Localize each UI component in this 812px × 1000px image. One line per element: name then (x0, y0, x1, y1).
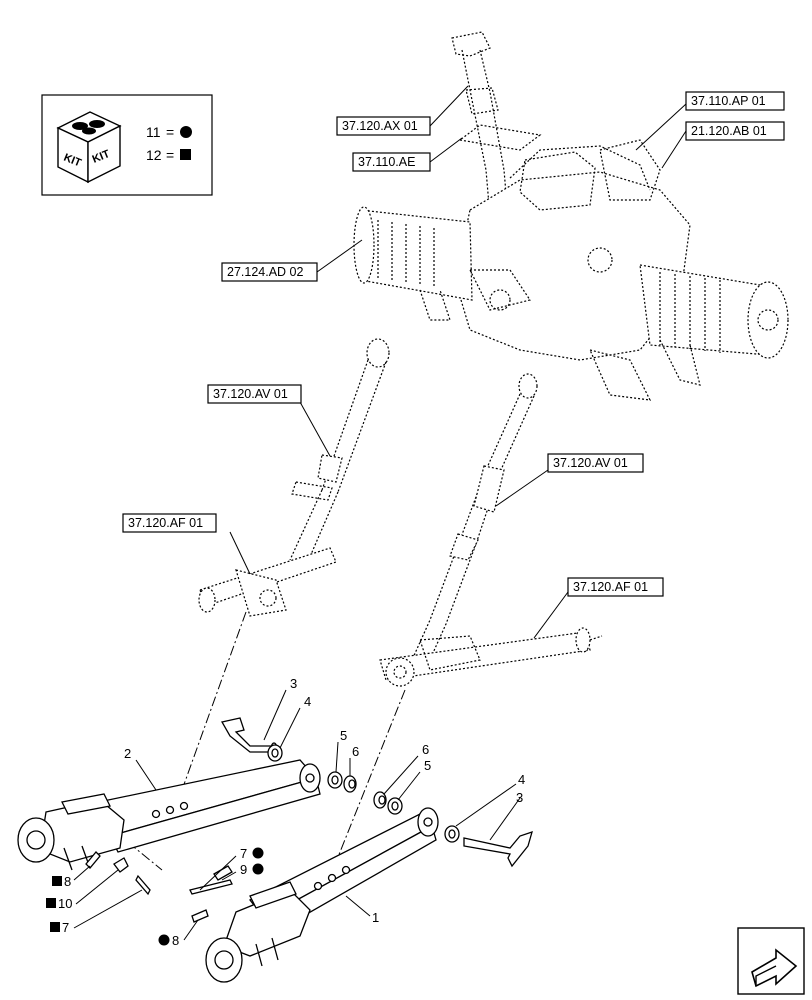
ref-37-120-av-01-right[interactable]: 37.120.AV 01 (495, 453, 644, 507)
callout-6-right: 6 (422, 742, 429, 757)
callout-7-kit-square (50, 922, 60, 932)
callout-8-kit-circle (158, 934, 170, 946)
kit-legend: KIT KIT 11 = 12 = (41, 94, 213, 196)
lower-link-left (17, 759, 321, 871)
callout-6-left: 6 (352, 744, 359, 759)
left-lift-rod (289, 338, 390, 567)
callout-8-circle: 8 (172, 933, 179, 948)
kit-square-symbol (180, 149, 191, 160)
ref-37-120-ax-01-text: 37.120.AX 01 (342, 119, 418, 133)
ref-37-120-av-01-right-text: 37.120.AV 01 (553, 456, 628, 470)
ref-37-110-ap-01-text: 37.110.AP 01 (691, 94, 766, 108)
ref-37-120-af-01-right-text: 37.120.AF 01 (573, 580, 648, 594)
right-lift-rod (411, 373, 538, 665)
ref-37-120-af-01-right[interactable]: 37.120.AF 01 (533, 577, 664, 639)
ref-37-110-ae[interactable]: 37.110.AE (352, 137, 463, 172)
kit-11-equals: = (166, 124, 174, 140)
callout-7-kit-circle (252, 847, 264, 859)
callout-7-circle: 7 (240, 846, 247, 861)
callout-8-kit-square (52, 876, 62, 886)
callout-8-square: 8 (64, 874, 71, 889)
callout-2: 2 (124, 746, 131, 761)
callout-3-left: 3 (290, 676, 297, 691)
next-page-arrow-icon[interactable] (737, 927, 805, 995)
callout-5-right: 5 (424, 758, 431, 773)
kit-circle-symbol (180, 126, 192, 138)
left-lower-link-stub (198, 547, 337, 617)
kit-box-icon: KIT KIT (56, 111, 122, 184)
ref-37-120-av-01-left-text: 37.120.AV 01 (213, 387, 288, 401)
callout-10-kit-square (46, 898, 56, 908)
callout-9-kit-circle (252, 863, 264, 875)
ref-21-120-ab-01[interactable]: 21.120.AB 01 (661, 121, 785, 169)
ref-21-120-ab-01-text: 21.120.AB 01 (691, 124, 767, 138)
callout-9: 9 (240, 862, 247, 877)
ref-37-110-ap-01[interactable]: 37.110.AP 01 (635, 91, 785, 151)
ref-27-124-ad-02[interactable]: 27.124.AD 02 (221, 239, 363, 282)
callouts: 3 4 2 5 6 6 5 4 3 7 9 8 8 10 7 1 (46, 676, 525, 948)
ref-37-120-af-01-left[interactable]: 37.120.AF 01 (122, 513, 251, 575)
callout-10: 10 (58, 896, 72, 911)
kit-11-number: 11 (146, 124, 161, 140)
callout-7-square: 7 (62, 920, 69, 935)
callout-1: 1 (372, 910, 379, 925)
lower-link-right (205, 807, 439, 983)
kit-12-number: 12 (146, 147, 162, 163)
reference-labels: 37.120.AX 01 37.110.AE 37.110.AP 01 21.1… (122, 85, 785, 639)
ref-37-120-af-01-left-text: 37.120.AF 01 (128, 516, 203, 530)
rear-axle-housing (353, 31, 789, 401)
ref-37-120-ax-01[interactable]: 37.120.AX 01 (336, 85, 469, 136)
right-lower-link-stub (379, 627, 603, 687)
kit-12-equals: = (166, 147, 174, 163)
ref-37-120-av-01-left[interactable]: 37.120.AV 01 (207, 384, 331, 457)
callout-3-right: 3 (516, 790, 523, 805)
callout-5-left: 5 (340, 728, 347, 743)
ref-27-124-ad-02-text: 27.124.AD 02 (227, 265, 303, 279)
callout-4-right: 4 (518, 772, 525, 787)
ref-37-110-ae-text: 37.110.AE (358, 155, 415, 169)
callout-4-left: 4 (304, 694, 311, 709)
